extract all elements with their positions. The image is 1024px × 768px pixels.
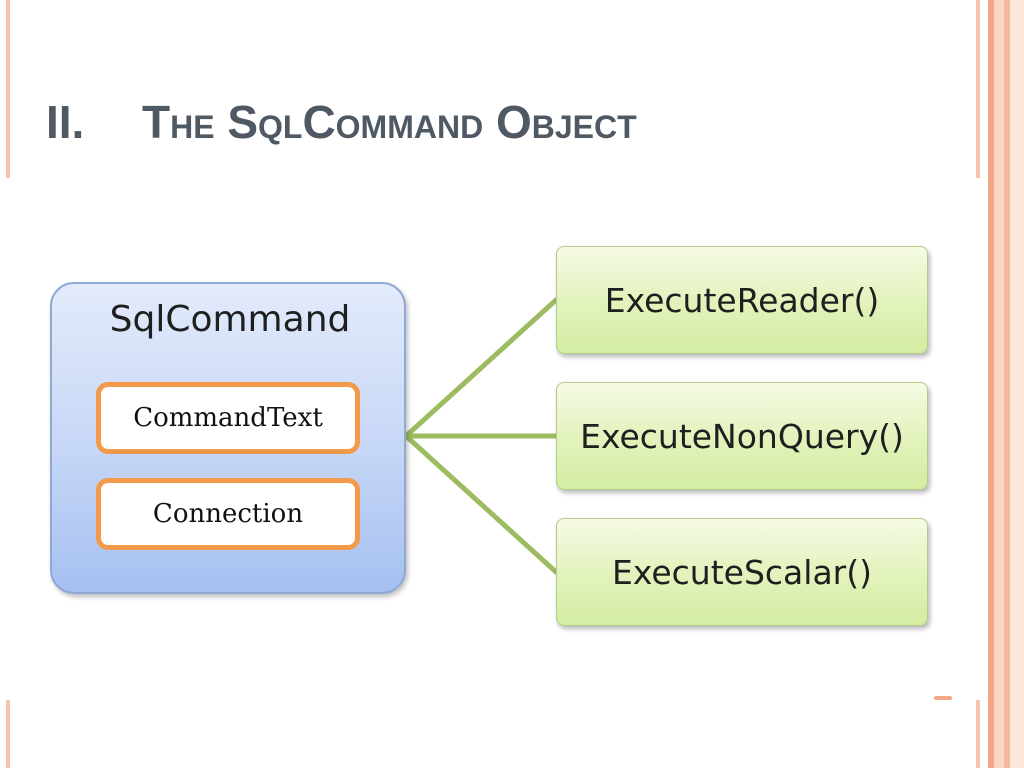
slide-title: II. The SqlCommand Object [46,92,637,152]
execute-nonquery-label: ExecuteNonQuery() [580,416,904,456]
connector-to-execute-scalar [403,433,559,575]
execute-scalar-label: ExecuteScalar() [612,552,872,592]
connection-property-box: Connection [96,478,360,550]
frame-line-left-bottom [6,700,10,768]
sqlcommand-box: SqlCommand CommandText Connection [50,282,406,594]
frame-accent-mark [934,696,952,700]
execute-scalar-box: ExecuteScalar() [556,518,928,626]
execute-nonquery-box: ExecuteNonQuery() [556,382,928,490]
frame-right-stripe-band [988,0,1024,768]
frame-line-left-top [6,0,10,178]
sqlcommand-label: SqlCommand [109,299,351,340]
slide-title-text: The SqlCommand Object [142,96,637,148]
execute-reader-box: ExecuteReader() [556,246,928,354]
execute-reader-label: ExecuteReader() [604,280,880,320]
commandtext-property-box: CommandText [96,382,360,454]
frame-line-right-top [976,0,980,178]
connection-label: Connection [152,499,304,529]
frame-line-right-bottom [976,700,980,768]
commandtext-label: CommandText [133,403,323,433]
slide-title-number: II. [46,96,85,148]
connector-to-execute-reader [403,297,559,439]
